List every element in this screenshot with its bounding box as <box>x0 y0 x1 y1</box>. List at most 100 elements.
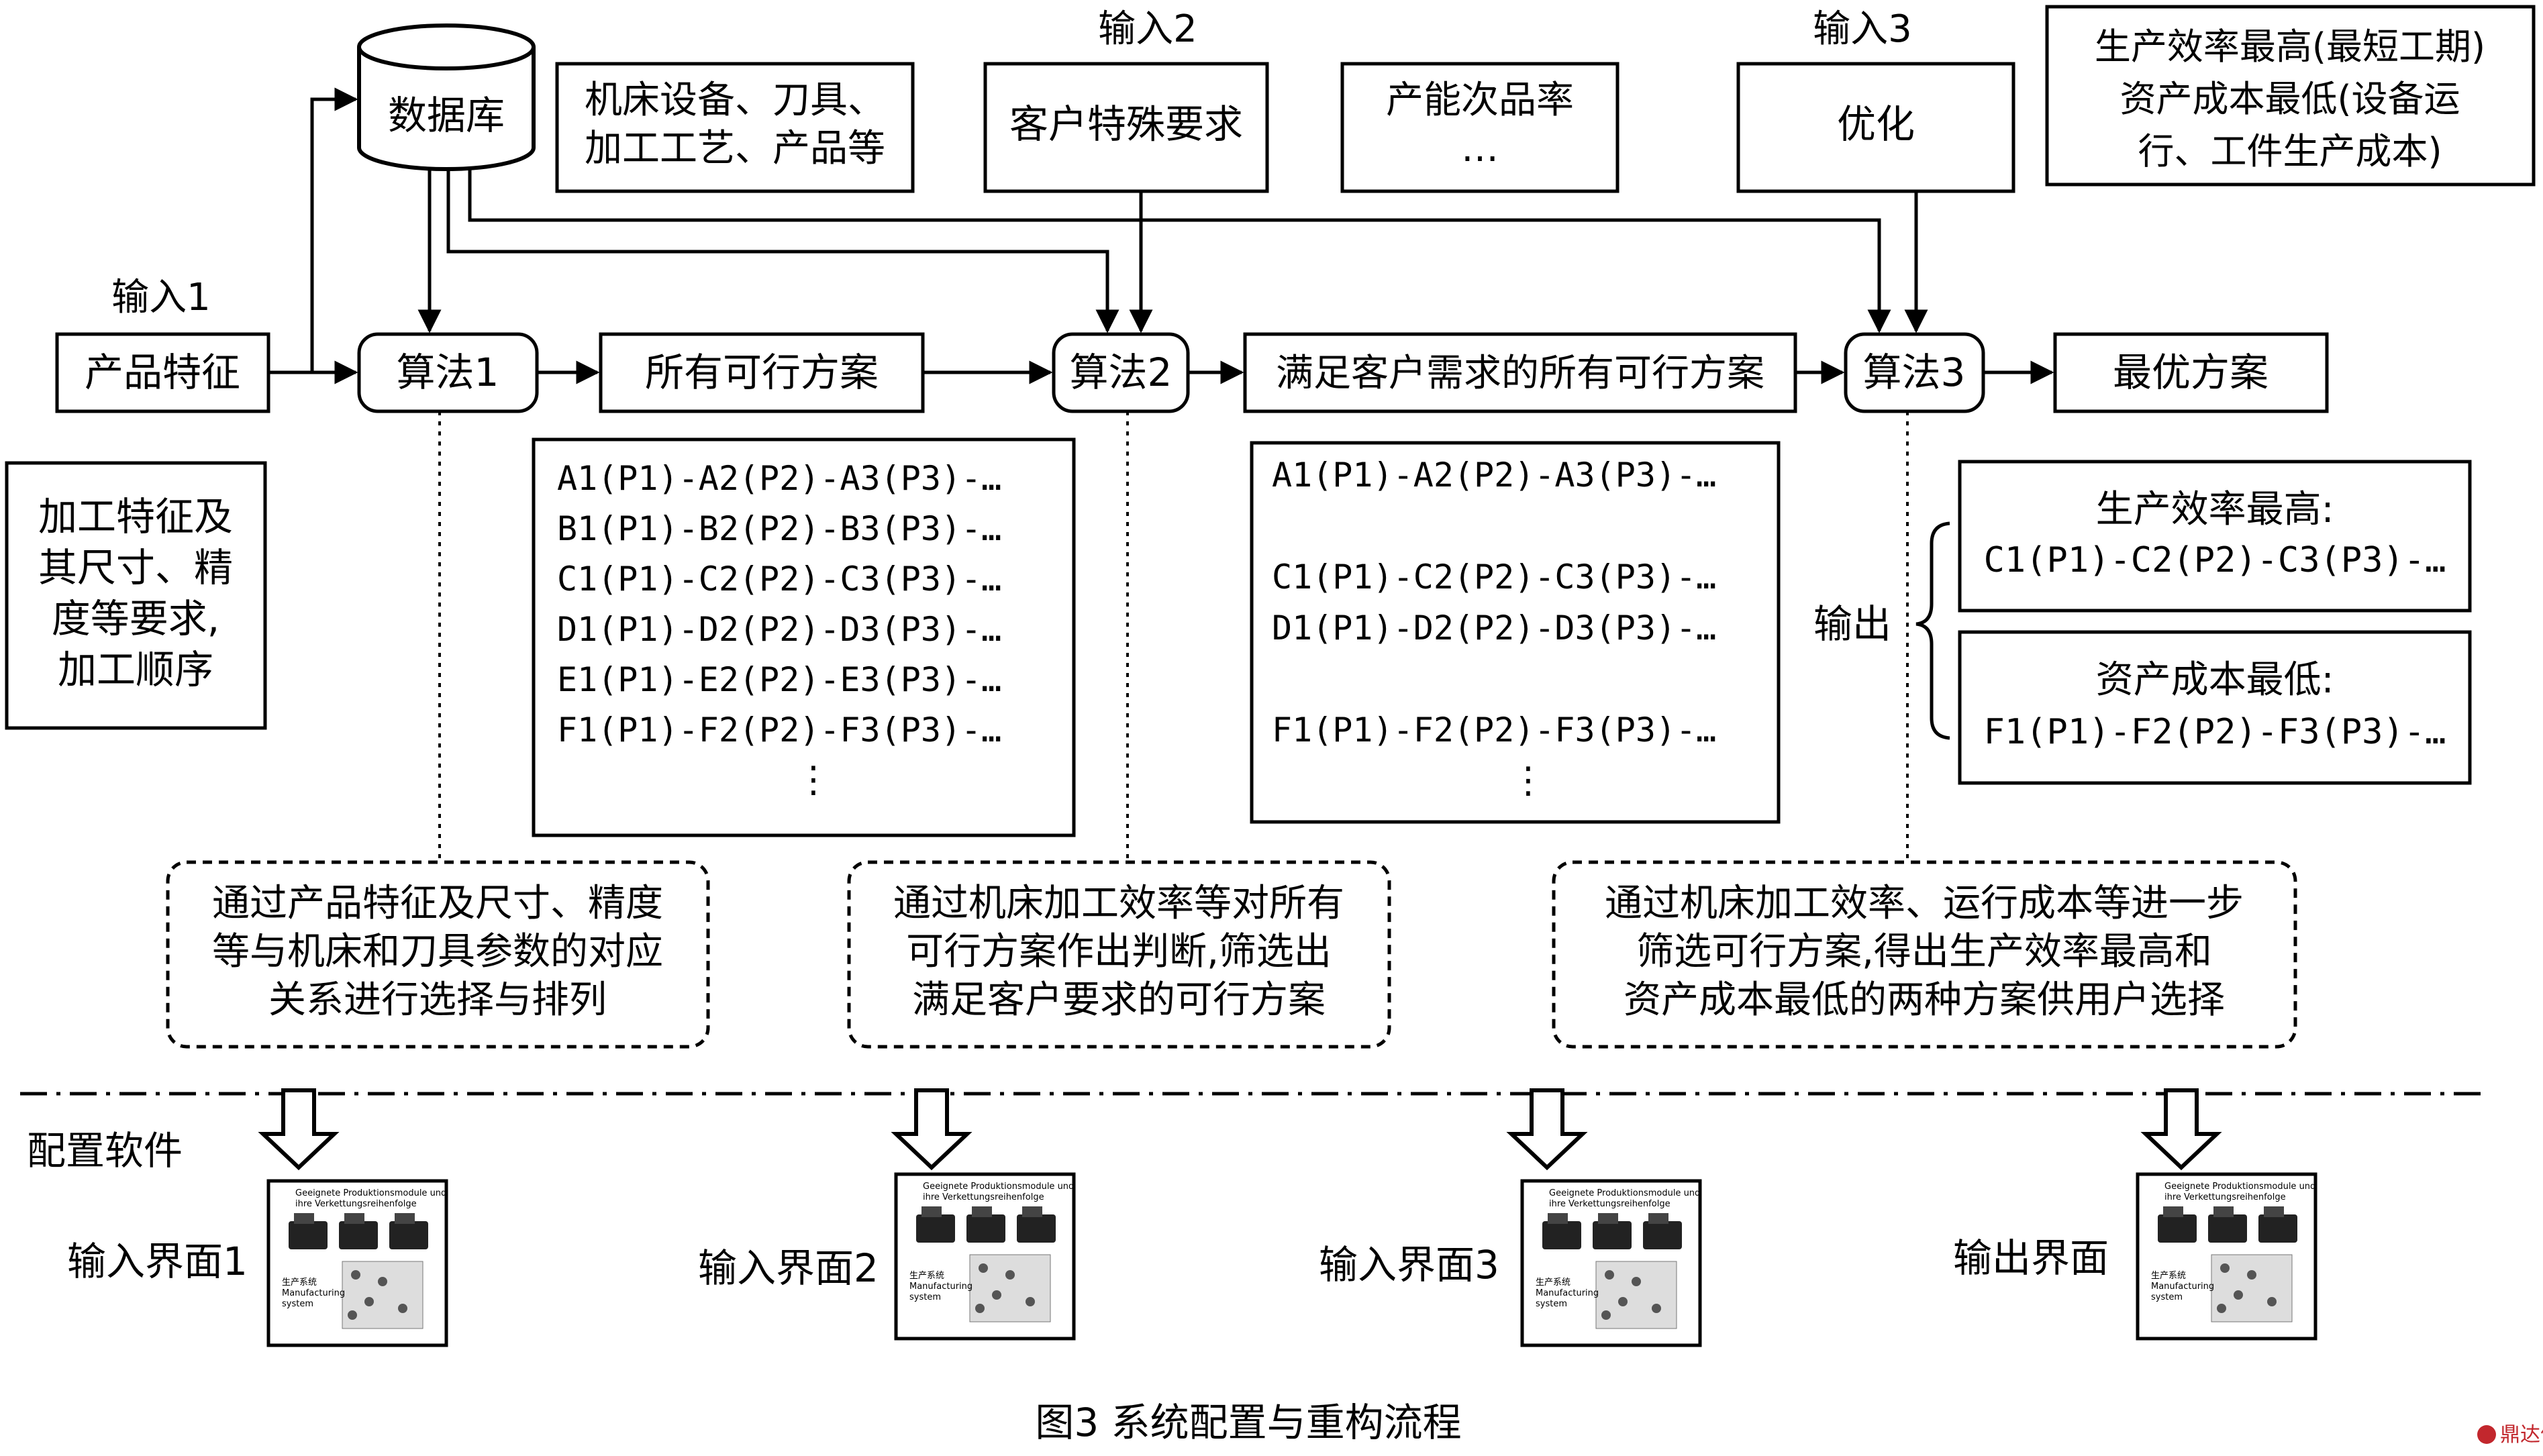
output-label: 输出 <box>1813 601 1891 647</box>
arrow-db-algo3 <box>468 169 1891 333</box>
all-feasible-box <box>599 332 925 413</box>
process-req-box <box>5 461 267 730</box>
layout-node <box>1005 1270 1015 1280</box>
watermark: 鼎达信 <box>2477 1423 2543 1447</box>
machine-icon <box>2213 1206 2234 1217</box>
screen1-label: 输入界面1 <box>67 1239 248 1284</box>
process-req-line: 加工顺序 <box>58 647 213 692</box>
machine-icon <box>1648 1213 1668 1224</box>
screen4-label: 输出界面 <box>1953 1235 2109 1281</box>
watermark-text: 鼎达信 <box>2500 1423 2543 1447</box>
layout-node <box>364 1297 374 1306</box>
out-cost-box <box>1958 630 2472 785</box>
machine-icon <box>294 1213 314 1224</box>
database-cylinder: 数据库 <box>357 23 536 171</box>
note2-text: 通过机床加工效率等对所有可行方案作出判断,筛选出满足客户要求的可行方案 <box>893 882 1344 1022</box>
note1-line: 关系进行选择与排列 <box>268 978 607 1022</box>
machine-icon <box>389 1221 428 1249</box>
machine-icon <box>395 1213 415 1224</box>
note3-line: 通过机床加工效率、运行成本等进一步 <box>1605 882 2244 925</box>
capacity-box <box>1340 62 1619 193</box>
optimize-box <box>1736 62 2015 193</box>
machine-icon <box>1022 1206 1042 1217</box>
feasible-list-box <box>532 437 1076 837</box>
capacity-line: … <box>1461 127 1499 170</box>
machine-icon <box>344 1213 364 1224</box>
hollow-arrow-2 <box>891 1088 973 1171</box>
layout-node <box>351 1270 360 1280</box>
note3-line: 资产成本最低的两种方案供用户选择 <box>1624 978 2225 1022</box>
objective-line: 资产成本最低(设备运 <box>2120 78 2460 120</box>
layout-node <box>2220 1263 2230 1273</box>
input3-label: 输入3 <box>1813 7 1912 51</box>
output-brace <box>1915 521 1950 740</box>
product-feature-box <box>55 332 270 413</box>
machine-icon <box>966 1214 1005 1243</box>
list-item: A1(P1)-A2(P2)-A3(P3)-… <box>557 459 1001 498</box>
list-item: C1(P1)-C2(P2)-C3(P3)-… <box>1272 558 1716 596</box>
algo2-text: 算法2 <box>1070 350 1173 395</box>
layout-node <box>378 1277 387 1286</box>
machine-icon <box>921 1206 942 1217</box>
layout-node <box>1605 1270 1614 1280</box>
machine-icon <box>2264 1206 2284 1217</box>
machine-icon <box>1548 1213 1568 1224</box>
thumbnail-title: ihre Verkettungsreihenfolge <box>2164 1192 2286 1202</box>
arrow-to-database <box>310 87 358 372</box>
note1-text: 通过产品特征及尺寸、精度等与机床和刀具参数的对应关系进行选择与排列 <box>212 882 663 1022</box>
machine-icon <box>1593 1221 1632 1249</box>
note2-line: 可行方案作出判断,筛选出 <box>906 930 1332 974</box>
layout-node <box>975 1304 985 1313</box>
thumbnail-title: ihre Verkettungsreihenfolge <box>295 1199 417 1209</box>
list-item: B1(P1)-B2(P2)-B3(P3)-… <box>557 509 1001 548</box>
out-cost-value: F1(P1)-F2(P2)-F3(P3)-… <box>1984 712 2446 752</box>
algo3-text: 算法3 <box>1863 350 1966 395</box>
note2-line: 满足客户要求的可行方案 <box>912 978 1326 1022</box>
machine-icon <box>916 1214 955 1243</box>
note1-line: 通过产品特征及尺寸、精度 <box>212 882 663 925</box>
layout-node <box>1026 1297 1035 1306</box>
database-label: 数据库 <box>388 93 505 138</box>
capacity-line: 产能次品率 <box>1386 79 1574 122</box>
machine-icon <box>1643 1221 1682 1249</box>
note3-line: 筛选可行方案,得出生产效率最高和 <box>1636 930 2212 974</box>
process-req-line: 度等要求, <box>52 596 219 641</box>
thumbnail-subtitle: system <box>2151 1292 2183 1302</box>
machine-icon <box>339 1221 378 1249</box>
list-item: ⋮ <box>1510 759 1546 801</box>
machine-icon <box>1598 1213 1618 1224</box>
layout-node <box>1618 1297 1628 1306</box>
list-item: C1(P1)-C2(P2)-C3(P3)-… <box>557 560 1001 599</box>
list-item: F1(P1)-F2(P2)-F3(P3)-… <box>557 711 1001 749</box>
thumbnail-title: Geeignete Produktionsmodule und <box>295 1188 446 1198</box>
thumbnail-title: Geeignete Produktionsmodule und <box>1549 1188 1700 1198</box>
list-item: F1(P1)-F2(P2)-F3(P3)-… <box>1272 711 1716 749</box>
feasible-list: A1(P1)-A2(P2)-A3(P3)-… B1(P1)-B2(P2)-B3(P… <box>557 459 1001 800</box>
customer-list: A1(P1)-A2(P2)-A3(P3)-…C1(P1)-C2(P2)-C3(P… <box>1272 456 1716 801</box>
process-req-line: 其尺寸、精 <box>38 545 233 590</box>
figure-caption: 图3 系统配置与重构流程 <box>1035 1400 1461 1445</box>
optimal-text: 最优方案 <box>2113 350 2268 395</box>
resources-line: 加工工艺、产品等 <box>585 127 885 170</box>
thumbnail-subtitle: Manufacturing <box>909 1282 973 1292</box>
hollow-arrow-4 <box>2140 1088 2222 1171</box>
thumbnail-title: Geeignete Produktionsmodule und <box>923 1182 1074 1192</box>
objective-box <box>2045 5 2536 187</box>
layout-node <box>979 1263 988 1273</box>
list-item: D1(P1)-D2(P2)-D3(P3)-… <box>557 610 1001 649</box>
process-req-text: 加工特征及其尺寸、精度等要求,加工顺序 <box>38 494 233 692</box>
layout-node <box>1652 1304 1661 1313</box>
resources-line: 机床设备、刀具、 <box>585 79 885 122</box>
input2-label: 输入2 <box>1098 7 1197 51</box>
list-item: E1(P1)-E2(P2)-E3(P3)-… <box>557 660 1001 699</box>
thumbnail-subtitle: system <box>909 1292 941 1302</box>
layout-node <box>398 1304 407 1313</box>
meet-customer-text: 满足客户需求的所有可行方案 <box>1276 352 1764 395</box>
objective-text: 生产效率最高(最短工期)资产成本最低(设备运行、工件生产成本) <box>2095 25 2485 172</box>
thumbnail-subtitle: Manufacturing <box>282 1288 345 1298</box>
capacity-text: 产能次品率 … <box>1386 79 1574 170</box>
layout-node <box>2267 1297 2277 1306</box>
